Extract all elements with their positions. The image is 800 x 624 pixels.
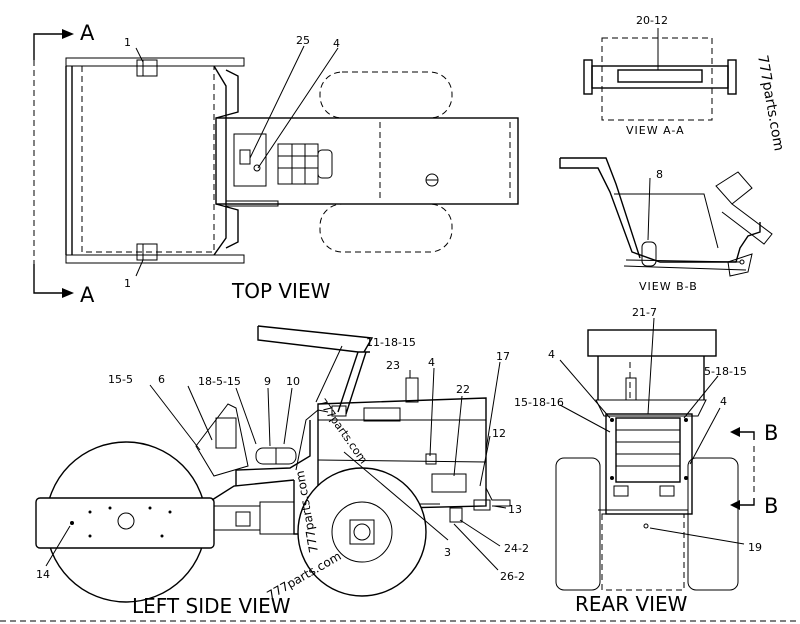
label-view-bb: VIEW B-B — [639, 280, 698, 293]
callout-side-11-18-15: 11-18-15 — [366, 336, 416, 349]
callout-rear-4b: 4 — [720, 395, 727, 408]
callout-rear-19: 19 — [748, 541, 762, 554]
callout-top-1b: 1 — [124, 277, 131, 290]
section-a-bottom: A — [80, 283, 95, 307]
callout-side-26-2: 26-2 — [500, 570, 525, 583]
label-view-aa: VIEW A-A — [626, 124, 685, 137]
callout-side-3: 3 — [444, 546, 451, 559]
left-side-view-drawing — [35, 325, 511, 603]
label-top-view: TOP VIEW — [231, 279, 331, 303]
callout-side-18-5-15: 18-5-15 — [198, 375, 241, 388]
callout-side-14: 14 — [36, 568, 50, 581]
callout-aa-20-12: 20-12 — [636, 14, 668, 27]
callout-rear-21-7: 21-7 — [632, 306, 657, 319]
watermark-2: 777parts.com — [316, 396, 370, 466]
top-view-drawing: A A — [33, 21, 519, 307]
callout-rear-5-18-15: 5-18-15 — [704, 365, 747, 378]
callout-side-17: 17 — [496, 350, 510, 363]
callout-side-4: 4 — [428, 356, 435, 369]
callout-top-1a: 1 — [124, 36, 131, 49]
callout-rear-15-18-16: 15-18-16 — [514, 396, 564, 409]
callout-side-22: 22 — [456, 383, 470, 396]
callout-side-12: 12 — [492, 427, 506, 440]
label-left-side-view: LEFT SIDE VIEW — [132, 594, 291, 618]
label-rear-view: REAR VIEW — [575, 592, 688, 616]
section-b-bottom: B — [764, 494, 778, 518]
callout-side-24-2: 24-2 — [504, 542, 529, 555]
callout-rear-4a: 4 — [548, 348, 555, 361]
callout-top-4: 4 — [333, 37, 340, 50]
callout-side-10: 10 — [286, 375, 300, 388]
callout-side-23: 23 — [386, 359, 400, 372]
callout-bb-8: 8 — [656, 168, 663, 181]
view-aa-drawing — [583, 28, 737, 121]
rear-view-drawing — [555, 317, 755, 591]
view-bb-drawing — [559, 157, 773, 277]
section-b-top: B — [764, 421, 778, 445]
callout-side-6: 6 — [158, 373, 165, 386]
callout-side-13: 13 — [508, 503, 522, 516]
watermark-1: 777parts.com — [754, 54, 787, 152]
callout-top-25: 25 — [296, 34, 310, 47]
callout-side-15-5: 15-5 — [108, 373, 133, 386]
section-a-top: A — [80, 21, 95, 45]
callout-side-9: 9 — [264, 375, 271, 388]
